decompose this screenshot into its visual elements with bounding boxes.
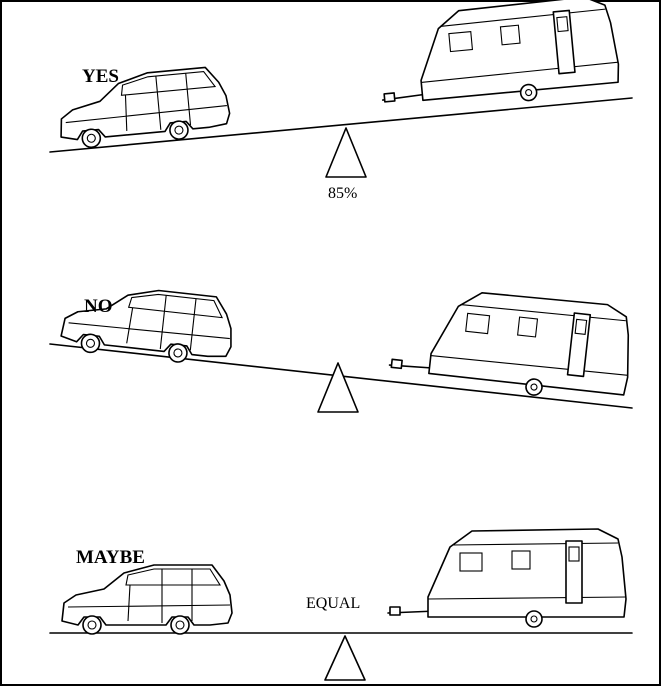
panel-maybe: MAYBE EQUAL xyxy=(49,528,633,681)
pivot-triangle xyxy=(317,362,359,413)
caravan-image xyxy=(387,528,627,628)
verdict-label: MAYBE xyxy=(76,547,145,568)
car-image xyxy=(61,564,233,635)
equal-label: EQUAL xyxy=(306,595,360,612)
panel-yes: YES 85% xyxy=(49,0,633,202)
pivot-triangle xyxy=(325,127,367,178)
caravan-image xyxy=(387,280,637,406)
verdict-label: YES xyxy=(82,66,119,87)
seesaw-beam xyxy=(49,97,633,153)
load-percentage-label: 85% xyxy=(328,185,357,202)
verdict-label: NO xyxy=(84,296,113,317)
caravan-image xyxy=(374,0,622,115)
panel-no: NO xyxy=(49,279,637,413)
pivot-triangle xyxy=(324,635,366,681)
